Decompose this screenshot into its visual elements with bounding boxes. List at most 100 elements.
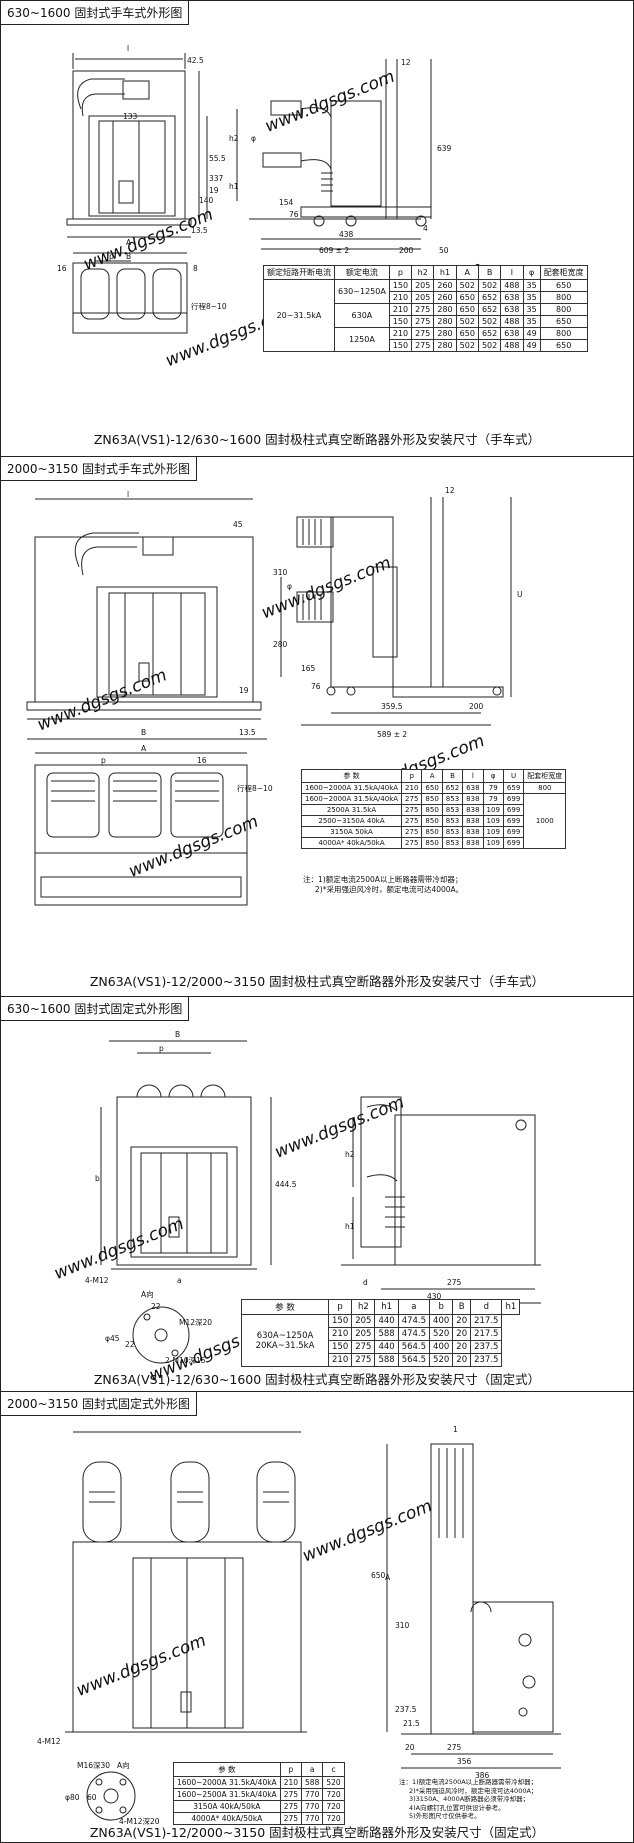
dim-650: 650 <box>371 1571 386 1580</box>
panel-2: 2000~3150 固封式手车式外形图 <box>1 456 633 997</box>
table-cell: 2500~3150A 40kA <box>300 815 403 827</box>
table-cell: 210 <box>401 782 423 794</box>
table-cell: 652 <box>477 291 502 304</box>
spec-table: 参 数 p a c 1600~2000A 31.5kA/40kA 210 588… <box>173 1762 345 1825</box>
table-row: 210 275 588 564.5 520 20 237.5 <box>242 1353 520 1367</box>
dim-20: 20 <box>405 1743 415 1752</box>
table-cell: 588 <box>301 1776 324 1789</box>
note-line: 5)外形图尺寸仅供参考。 <box>409 1812 481 1820</box>
table-header: A <box>421 769 443 783</box>
label-1: 1 <box>453 1425 458 1434</box>
dim-p: p <box>159 1044 164 1053</box>
dim-337: 337 <box>209 174 224 183</box>
panel-title: 2000~3150 固封式手车式外形图 <box>1 457 197 481</box>
table-header: A <box>455 265 479 280</box>
table-cell: 400 <box>429 1340 454 1354</box>
dim-310: 310 <box>273 568 288 577</box>
table-row: 1600~2000A 31.5kA/40kA 275 850 853 838 7… <box>300 793 567 849</box>
table-cell: 275 <box>411 339 435 352</box>
dim-22: 22 <box>151 1302 161 1311</box>
table-cell: 205 <box>411 279 435 292</box>
dim-237-5: 237.5 <box>395 1705 417 1714</box>
table-cell: 79 <box>482 782 504 794</box>
dim-609: 609 ± 2 <box>319 246 349 255</box>
table-cell: 205 <box>411 291 435 304</box>
table-header: B <box>452 1299 472 1315</box>
table-cell: 1600~2500A 31.5kA/40kA <box>173 1788 281 1801</box>
spec-table: 参 数 p h2 h1 a b B d h1 630A~1250A 20KA~3… <box>241 1299 521 1367</box>
dim-phi: φ <box>251 134 256 143</box>
table-row: 4000A* 40kA/50kA 275 770 720 <box>173 1812 345 1825</box>
table-cell: 699 <box>502 815 525 827</box>
table-cell: 275 <box>279 1788 303 1801</box>
table-cell: 275 <box>411 327 435 340</box>
table-row: 3150A 40kA/50kA 275 770 720 <box>173 1800 345 1813</box>
table-cell: 275 <box>351 1340 376 1354</box>
table-cell: 474.5 <box>397 1314 431 1328</box>
table-cell: 35 <box>522 315 541 328</box>
dim-589: 589 ± 2 <box>377 730 407 739</box>
dim-4: 4 <box>423 224 428 233</box>
dim-h1: h1 <box>229 182 239 191</box>
table-cell: 440 <box>374 1340 399 1354</box>
table-cell: 638 <box>500 327 524 340</box>
table-header: p <box>388 265 413 280</box>
table-row: 2500~3150A 40kA 275 850 853 838 109 699 <box>300 815 566 827</box>
table-cell: 850 <box>421 826 443 838</box>
table-cell: 1250A <box>334 327 390 352</box>
dim-13-5: 13.5 <box>191 226 208 235</box>
table-cell: 280 <box>433 303 457 316</box>
view-A-label: A向 <box>117 1760 130 1770</box>
table-cell: 850 <box>421 804 443 816</box>
table-cell: 150 <box>327 1340 353 1354</box>
table-row: 1600~2000A 31.5kA/40kA 210 650 652 638 7… <box>300 782 567 794</box>
table-cell: 588 <box>374 1327 399 1341</box>
dim-13-5: 13.5 <box>239 728 256 737</box>
table-row: 2500A 31.5kA 275 850 853 838 109 699 <box>300 804 566 816</box>
table-cell: 20~31.5kA <box>263 279 335 352</box>
table-header: 参 数 <box>241 1299 329 1315</box>
dim-l: l <box>127 44 129 53</box>
table-cell: 488 <box>500 279 524 292</box>
table-cell: 630A~1250A 20KA~31.5kA <box>241 1314 329 1367</box>
dim-55-5: 55.5 <box>209 154 226 163</box>
table-cell: 720 <box>322 1812 345 1825</box>
table-row: 630A~1250A 20KA~31.5kA 150 205 440 474.5… <box>241 1314 520 1367</box>
table-cell: 35 <box>522 291 541 304</box>
panel-caption: ZN63A(VS1)-12/630~1600 固封极柱式真空断路器外形及安装尺寸… <box>93 432 541 447</box>
dim-B: B <box>175 1030 180 1039</box>
table-cell: 850 <box>421 815 443 827</box>
table-header-row: 参 数 p A B l φ U 配套柜宽度 <box>300 769 567 783</box>
dim-B: B <box>126 252 131 261</box>
watermark: www.dgsgs.com <box>51 1214 186 1284</box>
dim-359-5: 359.5 <box>381 702 403 711</box>
table-cell: 4000A* 40kA/50kA <box>300 837 403 849</box>
table-cell: 210 <box>388 303 413 316</box>
table-cell: 217.5 <box>470 1314 503 1328</box>
table-row: 1600~2000A 31.5kA/40kA 210 588 520 <box>173 1776 345 1789</box>
table-cell: 474.5 <box>397 1327 431 1341</box>
table-cell: 850 <box>421 793 443 805</box>
panel-title: 630~1600 固封式固定式外形图 <box>1 997 190 1021</box>
table-row: 20~31.5kA 630~1250A 150 205 260 502 502 … <box>263 279 588 352</box>
table-cell: 280 <box>433 339 457 352</box>
watermark: www.dgsgs.com <box>34 665 169 735</box>
table-cell: 150 <box>388 279 413 292</box>
table-header: h2 <box>351 1299 376 1315</box>
table-cell: 853 <box>441 804 464 816</box>
dim-A: A <box>141 744 147 753</box>
dim-386: 386 <box>475 1771 490 1780</box>
table-cell: 720 <box>322 1788 345 1801</box>
note-line: 2)*采用强迫风冷时，额定电流可达4000A； <box>409 1786 538 1795</box>
table-header: 参 数 <box>300 769 403 783</box>
dim-275: 275 <box>447 1278 462 1287</box>
table-row: 150 275 440 564.5 400 20 237.5 <box>242 1340 520 1354</box>
table-cell: 260 <box>433 279 457 292</box>
table-cell: 638 <box>500 303 524 316</box>
table-cell: 150 <box>327 1314 353 1328</box>
table-cell: 650 <box>539 279 588 292</box>
table-header: φ <box>482 769 504 783</box>
table-header: 配套柜宽度 <box>523 769 567 783</box>
table-notes: 注：1)额定电流2500A以上断路器需带冷却器； 2)*采用强迫风冷时，额定电流… <box>303 875 463 895</box>
